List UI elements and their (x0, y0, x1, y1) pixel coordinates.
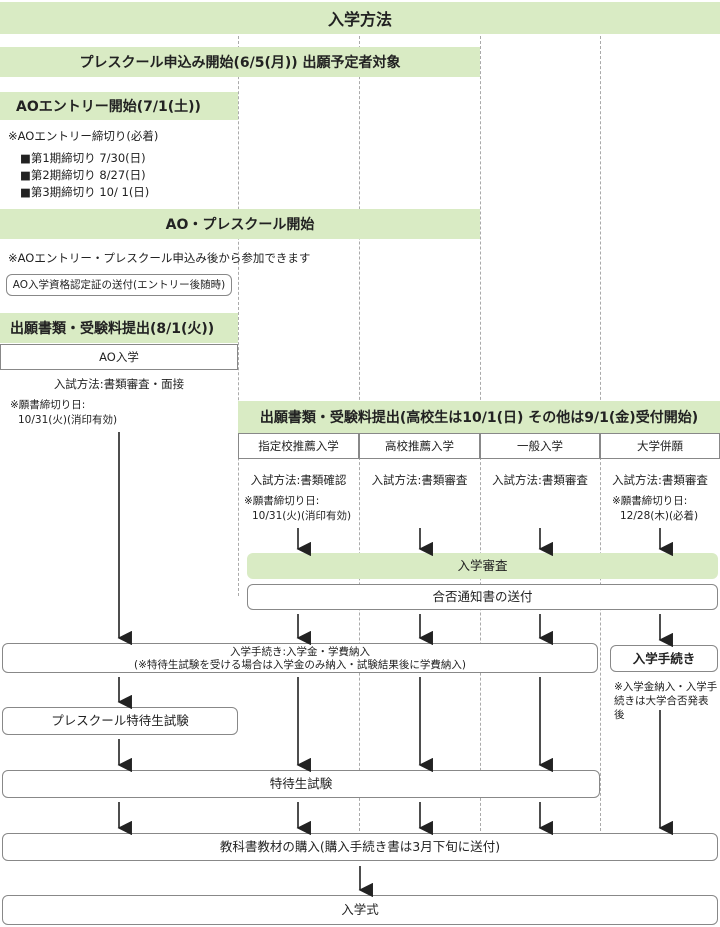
ao-participation-note: ※AOエントリー・プレスクール申込み後から参加できます (8, 251, 311, 265)
ceremony-box: 入学式 (2, 895, 718, 925)
method-school: 入試方法:書類審査 (371, 473, 468, 487)
prescool-exam-box: プレスクール特待生試験 (2, 707, 238, 735)
acceptance-notice-box: 合否通知書の送付 (247, 584, 718, 610)
procedure-line-2: (※特待生試験を受ける場合は入学金のみ納入・試験結果後に学費納入) (134, 659, 466, 671)
column-header-designated: 指定校推薦入学 (238, 433, 359, 459)
column-header-university: 大学併願 (600, 433, 720, 459)
scholarship-exam-box: 特待生試験 (2, 770, 600, 798)
deadline-item: ■第3期締切り 10/ 1(日) (20, 185, 150, 199)
ao-entry-deadline-note: ※AOエントリー締切り(必着) (8, 129, 159, 143)
column-guide (238, 36, 239, 596)
deadline-item: ■第1期締切り 7/30(日) (20, 151, 146, 165)
procedure-line-1: 入学手続き:入学金・学費納入 (229, 646, 371, 658)
page-title: 入学方法 (0, 2, 720, 34)
university-deadline-label: ※願書締切り日: (612, 495, 688, 507)
method-general: 入試方法:書類審査 (492, 473, 588, 487)
ao-entry-start-banner: AOエントリー開始(7/1(土)) (0, 92, 238, 120)
general-submission-banner: 出願書類・受験料提出(高校生は10/1(日) その他は9/1(金)受付開始) (238, 401, 720, 433)
ao-prescool-start-banner: AO・プレスクール開始 (0, 209, 480, 239)
ao-deadline-value: 10/31(火)(消印有効) (18, 414, 118, 426)
designated-deadline-label: ※願書締切り日: (244, 495, 320, 507)
prescool-start-banner: プレスクール申込み開始(6/5(月)) 出願予定者対象 (0, 47, 480, 77)
designated-deadline-value: 10/31(火)(消印有効) (252, 510, 352, 522)
column-header-school-recommendation: 高校推薦入学 (359, 433, 480, 459)
textbook-purchase-box: 教科書教材の購入(購入手続き書は3月下旬に送付) (2, 833, 718, 861)
ao-submission-banner: 出願書類・受験料提出(8/1(火)) (0, 313, 238, 343)
ao-certificate-box: AO入学資格認定証の送付(エントリー後随時) (6, 274, 232, 296)
screening-box: 入学審査 (247, 553, 718, 579)
ao-deadline-label: ※願書締切り日: (10, 399, 86, 411)
column-header-general: 一般入学 (480, 433, 600, 459)
ao-method: 入試方法:書類審査・面接 (53, 377, 185, 391)
university-deadline-value: 12/28(木)(必着) (620, 510, 699, 522)
method-designated: 入試方法:書類確認 (250, 473, 347, 487)
ao-admission-header: AO入学 (0, 344, 238, 370)
method-university: 入試方法:書類審査 (612, 473, 708, 487)
university-procedure-note: ※入学金納入・入学手続きは大学合否発表後 (614, 681, 718, 721)
deadline-item: ■第2期締切り 8/27(日) (20, 168, 146, 182)
